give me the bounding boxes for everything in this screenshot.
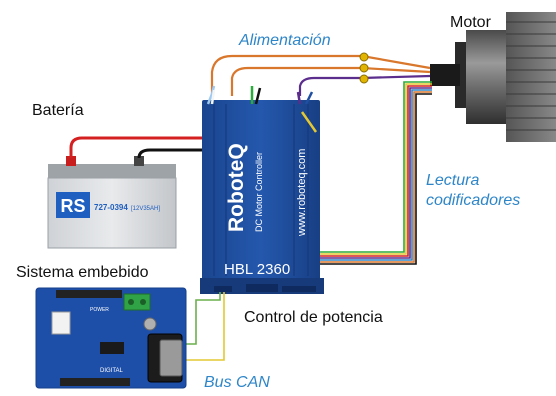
- board-header-top: [56, 290, 122, 298]
- embedded-board: POWER DIGITAL: [35, 287, 187, 389]
- connector-2: [359, 63, 369, 73]
- label-bus-can: Bus CAN: [204, 374, 270, 391]
- encoder-wires: [261, 81, 432, 265]
- battery-part-number: 727-0394: [94, 203, 128, 212]
- controller-body: [202, 100, 320, 280]
- controller-terminals: [206, 85, 318, 133]
- wire-red: [69, 136, 214, 158]
- wire-orange-2: [230, 66, 431, 96]
- controller-brand: RoboteQ: [225, 143, 248, 232]
- connector-1: [359, 52, 369, 62]
- battery: RS 727-0394 [12V35AH]: [47, 156, 177, 249]
- battery-top: [48, 164, 176, 180]
- label-control-potencia: Control de potencia: [244, 309, 383, 326]
- db9-shell: [159, 339, 183, 377]
- board-digital-text: DIGITAL: [100, 368, 124, 374]
- board-chip: [100, 342, 124, 354]
- motor-fins: [506, 12, 556, 142]
- label-lectura-line1: Lectura: [426, 172, 480, 189]
- motor-controller: RoboteQ DC Motor Controller www.roboteq.…: [200, 85, 324, 294]
- motor-shaft-coupler: [430, 64, 460, 86]
- battery-terminal-positive: [66, 156, 76, 166]
- battery-terminal-negative: [134, 156, 144, 166]
- label-lectura-line2: codificadores: [426, 192, 521, 209]
- rs-logo-text: RS: [60, 196, 85, 216]
- board-white-connector: [51, 311, 71, 335]
- label-sistema-embebido: Sistema embebido: [16, 264, 149, 281]
- board-header-bottom: [60, 378, 130, 386]
- controller-model: HBL 2360: [224, 261, 290, 278]
- label-bateria: Batería: [32, 102, 84, 119]
- battery-rating: [12V35AH]: [131, 206, 160, 212]
- label-alimentacion: Alimentación: [239, 32, 331, 49]
- connector-3: [359, 74, 369, 84]
- board-capacitor: [143, 317, 157, 331]
- label-motor: Motor: [450, 14, 491, 31]
- wire-orange-1: [210, 54, 431, 96]
- rs-logo-box: [56, 192, 90, 218]
- controller-url: www.roboteq.com: [296, 149, 308, 237]
- controller-fins: [213, 104, 309, 276]
- controller-connector-mid: [246, 284, 278, 292]
- controller-connector-left: [214, 286, 232, 292]
- controller-subtitle: DC Motor Controller: [254, 152, 264, 232]
- controller-connector-right: [282, 286, 316, 292]
- wire-purple: [298, 74, 431, 96]
- motor-flange: [455, 42, 469, 108]
- motor-power-wires: [210, 52, 431, 96]
- board-power-text: POWER: [90, 307, 109, 313]
- motor: [430, 12, 556, 142]
- motor-fin-lines: [506, 21, 556, 131]
- board-green-terminal: [123, 293, 151, 311]
- can-wire-yellow: [183, 292, 225, 366]
